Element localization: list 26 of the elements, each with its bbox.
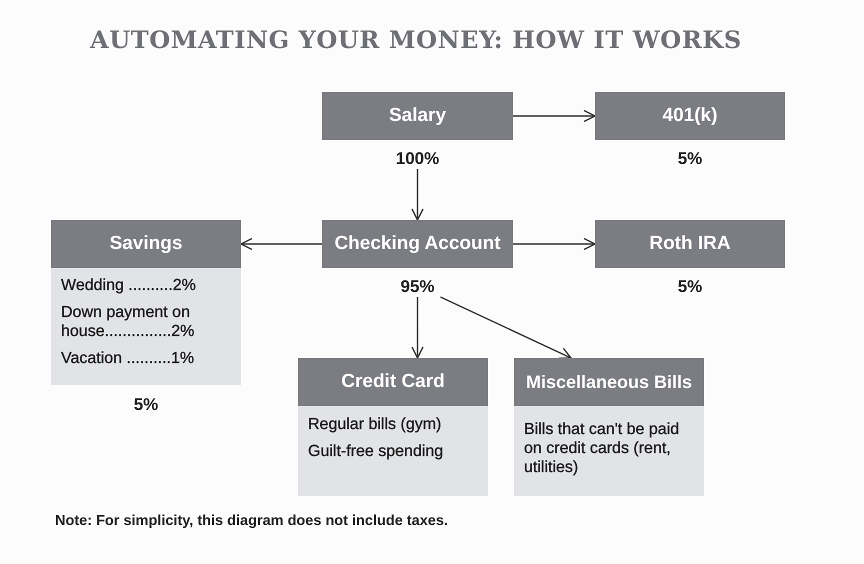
card-text: Bills that can't be paid on credit cards (rent, utilities): [524, 420, 680, 477]
account-node: Roth IRA: [595, 220, 785, 268]
title: AUTOMATING YOUR MONEY: HOW IT WORKS: [90, 25, 742, 55]
card-text: Guilt-free spending: [308, 442, 444, 461]
card-text: Vacation ..........1%: [61, 349, 196, 368]
card-header: Miscellaneous Bills: [514, 358, 704, 406]
footnote: Note: For simplicity, this diagram does not include taxes.: [55, 513, 448, 529]
account-node: Salary: [322, 92, 513, 140]
card-text: Down payment on house...............2%: [61, 303, 196, 341]
account-node: Checking Account: [322, 220, 513, 268]
percentage-label: 100%: [396, 149, 440, 169]
arrow: [440, 296, 572, 360]
arrow: [240, 238, 322, 250]
arrow: [411, 297, 424, 359]
percentage-label: 5%: [134, 395, 158, 415]
percentage-label: 95%: [400, 277, 435, 297]
percentage-label: 5%: [678, 149, 702, 169]
card-header: Credit Card: [298, 358, 488, 406]
arrow: [513, 110, 596, 122]
account-node: 401(k): [595, 92, 785, 140]
card-text: Wedding ..........2%: [61, 276, 197, 295]
arrow: [411, 169, 424, 221]
card-header: Savings: [51, 220, 241, 268]
card-text: Regular bills (gym): [308, 415, 442, 434]
percentage-label: 5%: [678, 277, 702, 297]
arrow: [513, 238, 596, 250]
